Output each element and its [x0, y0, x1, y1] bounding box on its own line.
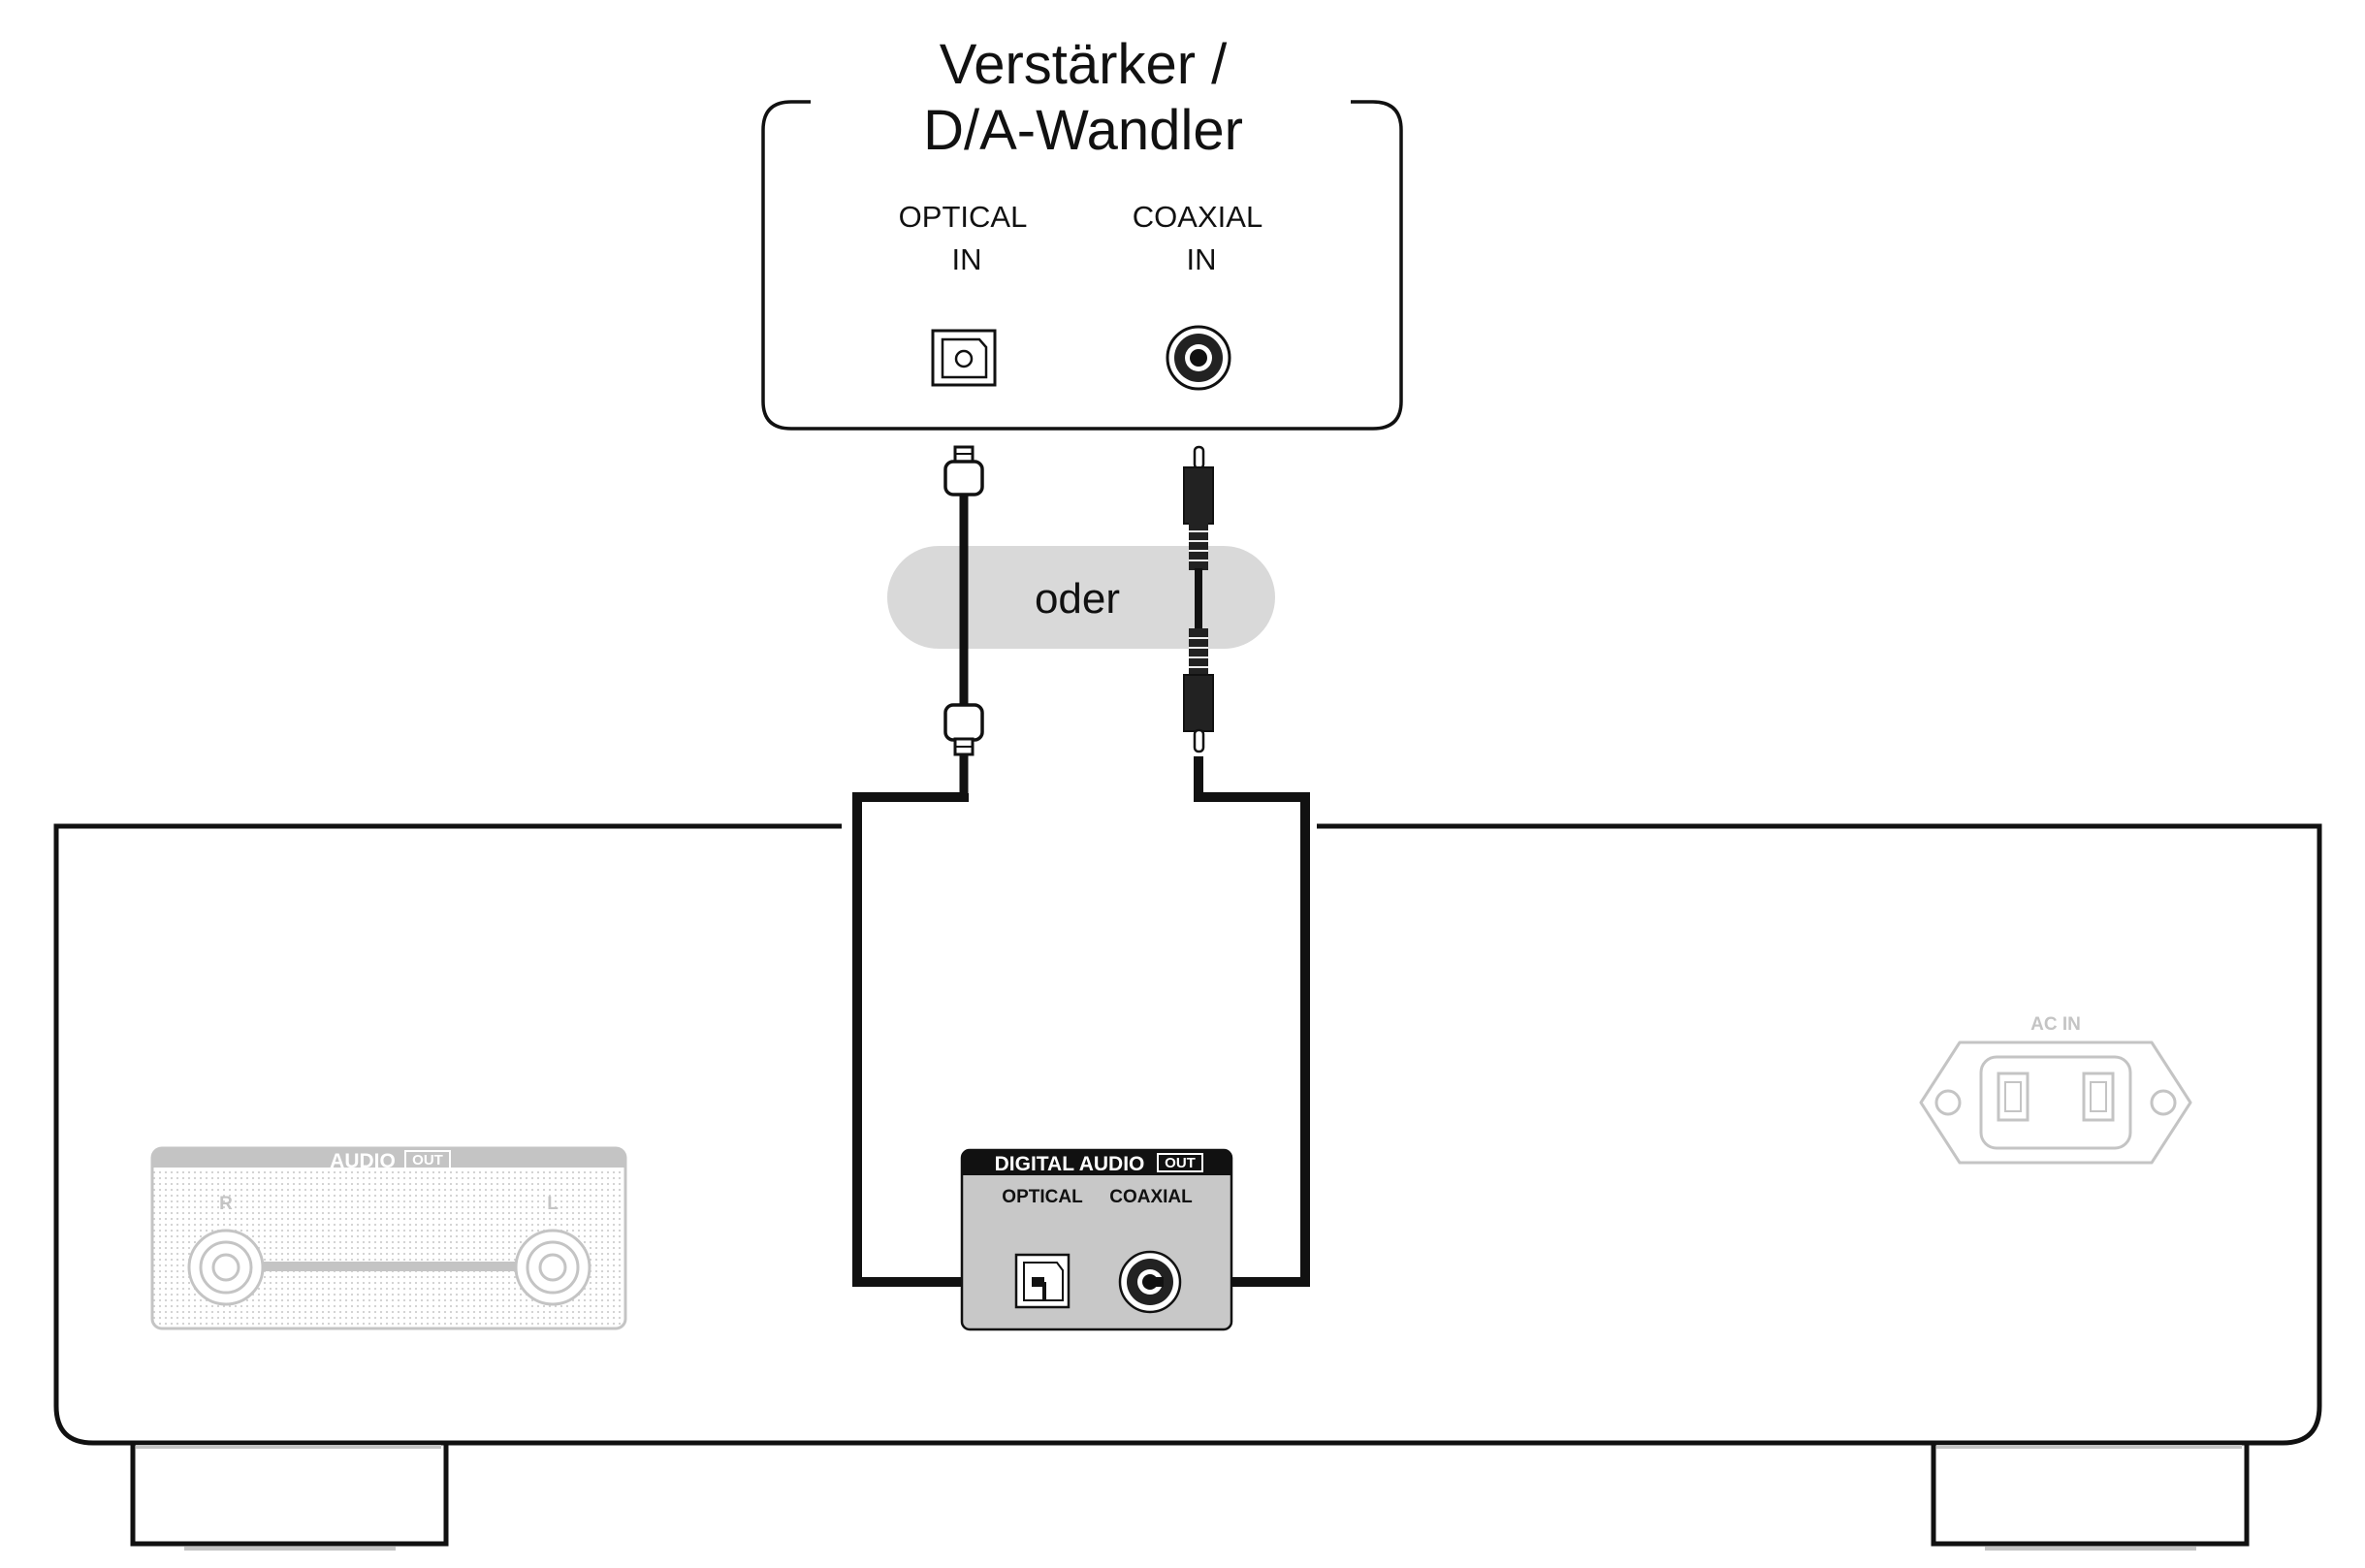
ac-in-label: AC IN [2030, 1014, 2081, 1035]
digital-audio-out-panel: DIGITAL AUDIO OUT OPTICAL COAXIAL [960, 1148, 1233, 1331]
amplifier-title-line2: D/A-Wandler [923, 99, 1243, 162]
coaxial-out-label: COAXIAL [1109, 1187, 1193, 1207]
optical-plug-icon [943, 703, 984, 756]
optical-in-label: OPTICAL [899, 200, 1028, 234]
audio-out-label: AUDIO [330, 1150, 396, 1172]
audio-out-r-label: R [219, 1194, 233, 1214]
amplifier-title-line1: Verstärker / [940, 33, 1228, 96]
coaxial-in-label: COAXIAL [1133, 200, 1262, 234]
optical-plug-icon [943, 445, 984, 496]
optical-port-icon [931, 329, 997, 387]
optical-in-sublabel: IN [952, 242, 982, 276]
or-bubble: oder [887, 546, 1275, 649]
audio-out-l-jack-icon [514, 1229, 591, 1306]
amplifier-unit: Verstärker / D/A-Wandler OPTICAL IN COAX… [761, 33, 1403, 431]
optical-cable [852, 445, 1044, 1287]
coaxial-cable [1150, 445, 1310, 1287]
audio-out-tag: OUT [412, 1152, 443, 1168]
digital-audio-out-label: DIGITAL AUDIO [995, 1153, 1145, 1175]
ac-inlet-icon: AC IN [1919, 1014, 2192, 1165]
optical-out-label: OPTICAL [1002, 1187, 1083, 1207]
or-label: oder [1035, 575, 1120, 623]
rca-plug-icon [1183, 628, 1214, 753]
coaxial-in-sublabel: IN [1187, 242, 1217, 276]
coaxial-port-icon [1166, 325, 1231, 391]
player-unit: AUDIO OUT R L DIGITAL AUDIO OUT [53, 823, 2322, 1551]
audio-out-l-label: L [547, 1194, 559, 1214]
rca-plug-icon [1183, 445, 1214, 570]
audio-out-r-jack-icon [187, 1229, 265, 1306]
right-foot [1931, 1443, 2250, 1551]
digital-audio-out-tag: OUT [1165, 1155, 1196, 1171]
left-foot [130, 1443, 449, 1551]
audio-out-panel: AUDIO OUT R L [150, 1146, 627, 1330]
